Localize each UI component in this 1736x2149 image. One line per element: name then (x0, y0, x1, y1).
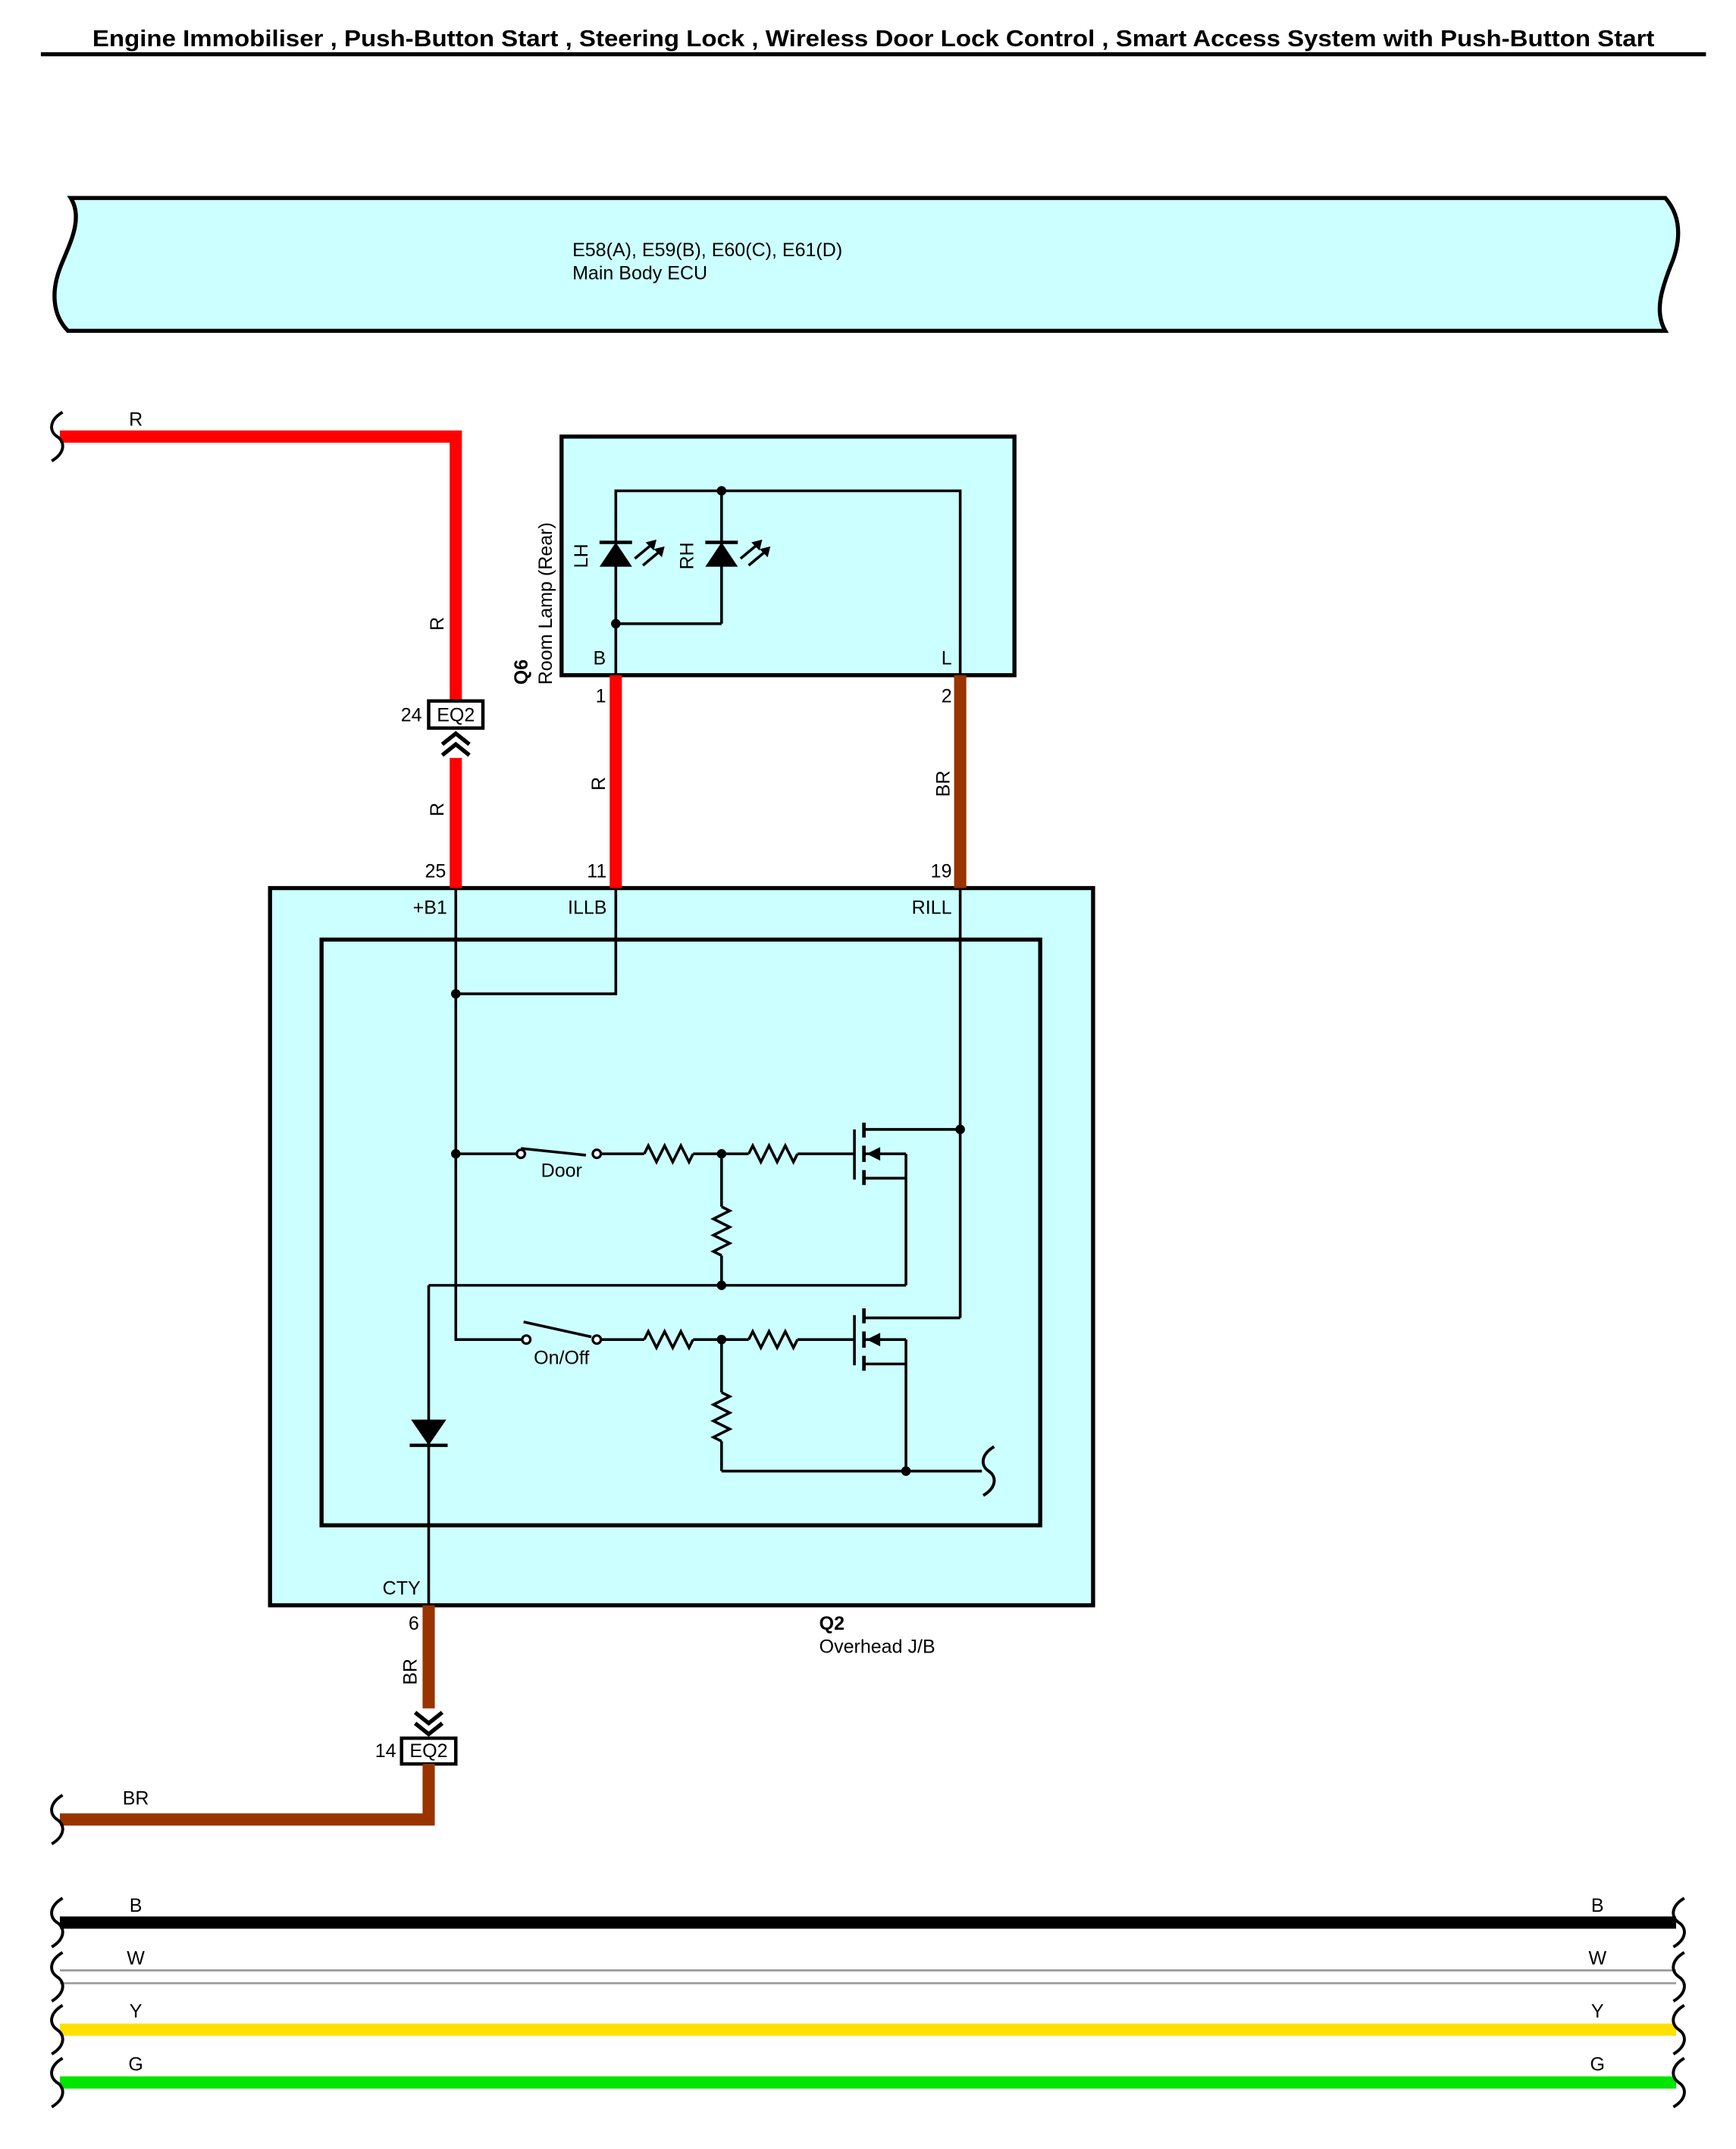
led-rh-label: RH (676, 542, 697, 569)
circuit-line (456, 888, 618, 995)
room-lamp-q6-box (559, 434, 1017, 678)
wire-color-label: BR (932, 770, 954, 797)
resistor-icon (747, 1142, 799, 1165)
junction-node (955, 1124, 965, 1135)
mosfet-icon (853, 1122, 960, 1186)
wire-r-b1-feed (59, 430, 462, 701)
junction-node (450, 1148, 461, 1159)
led-lh-label: LH (571, 544, 592, 568)
bus-label-right: Y (1591, 2001, 1604, 2022)
bus-label-left: G (128, 2053, 143, 2075)
door-switch-label: Door (541, 1161, 582, 1182)
room-lamp-circuit-line (614, 489, 962, 675)
room-lamp-name: Room Lamp (Rear) (535, 522, 556, 684)
wire-color-label: R (427, 617, 448, 631)
overhead-jb-name: Overhead J/B (819, 1636, 935, 1657)
wire-color-label: R (129, 409, 143, 431)
wire-br-cty-out (59, 1764, 435, 1826)
room-lamp-pin-b: 1 (596, 686, 606, 707)
wire-color-label: BR (400, 1659, 421, 1685)
led-lh-icon (599, 539, 665, 567)
terminal-cty-label: CTY (383, 1577, 421, 1599)
terminal-illb-label: ILLB (568, 898, 606, 919)
bus-label-right: G (1590, 2053, 1605, 2075)
bus-label-right: W (1588, 1948, 1606, 1969)
main-body-ecu-connectors: E58(A), E59(B), E60(C), E61(D) (572, 240, 842, 261)
junction-node (611, 619, 621, 629)
connector-eq2-upper (427, 699, 485, 730)
wire-color-label: BR (123, 1788, 149, 1809)
door-switch-icon (515, 1147, 603, 1160)
terminal-rill-label: RILL (912, 898, 952, 919)
resistor-icon (710, 1391, 733, 1443)
page-title: Engine Immobiliser , Push-Button Start ,… (92, 26, 1655, 52)
junction-node (716, 486, 727, 496)
connector-eq2-upper-pin: 24 (401, 705, 422, 726)
bus-label-left: W (127, 1948, 145, 1969)
overhead-jb-inner-box (319, 937, 1042, 1527)
junction-node (716, 1280, 727, 1290)
bus-label-left: Y (130, 2001, 143, 2022)
room-lamp-code: Q6 (511, 659, 532, 684)
room-lamp-terminal-l: L (942, 647, 952, 669)
chevron-down-icon (413, 1710, 444, 1726)
resistor-icon (710, 1205, 733, 1257)
overhead-jb-q2-box (268, 885, 1095, 1608)
chevron-up-icon (440, 731, 471, 747)
led-rh-icon (705, 539, 771, 567)
connector-eq2-lower-code: EQ2 (409, 1740, 447, 1762)
diode-icon (409, 1419, 448, 1447)
mosfet-icon (853, 1308, 960, 1371)
resistor-icon (643, 1328, 694, 1351)
terminal-illb-pin: 11 (587, 860, 606, 882)
on-off-switch-label: On/Off (534, 1347, 589, 1368)
connector-eq2-upper-code: EQ2 (437, 705, 475, 726)
bus-label-left: B (130, 1895, 143, 1916)
junction-node (901, 1466, 911, 1476)
chevron-up-icon (440, 741, 471, 757)
circuit-line (454, 888, 522, 1341)
terminal-rill-pin: 19 (931, 860, 952, 882)
chevron-down-icon (413, 1721, 444, 1737)
bus-label-right: B (1591, 1895, 1604, 1916)
room-lamp-pin-l: 2 (942, 686, 952, 707)
resistor-icon (643, 1142, 694, 1165)
terminal-b1-label: +B1 (413, 898, 447, 919)
overhead-jb-code: Q2 (819, 1613, 844, 1634)
main-body-ecu-name: Main Body ECU (572, 262, 707, 284)
main-body-ecu-banner (52, 196, 1681, 334)
terminal-b1-pin: 25 (425, 860, 447, 882)
room-lamp-terminal-b: B (593, 647, 606, 669)
junction-node (450, 988, 461, 999)
terminal-cty-pin: 6 (409, 1613, 419, 1634)
resistor-icon (747, 1328, 799, 1351)
wire-color-label: R (588, 777, 609, 791)
wire-color-label: R (427, 803, 448, 816)
connector-eq2-lower-pin: 14 (375, 1740, 396, 1762)
